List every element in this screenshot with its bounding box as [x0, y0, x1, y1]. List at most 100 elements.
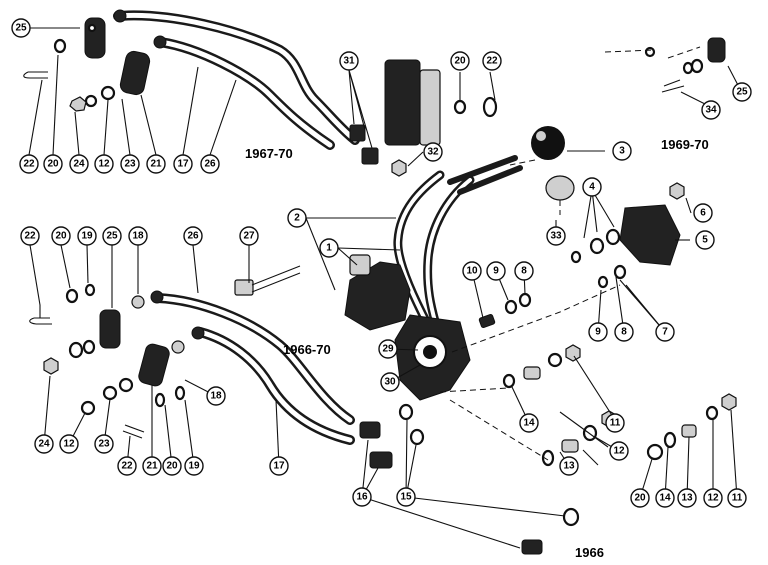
svg-text:12: 12 — [63, 439, 75, 450]
leader-lines — [28, 27, 741, 549]
callout-25: 25 — [102, 226, 122, 246]
callout-11: 11 — [727, 488, 747, 508]
callout-31: 31 — [339, 51, 359, 71]
callout-29: 29 — [378, 339, 398, 359]
svg-text:33: 33 — [550, 231, 562, 242]
callout-23: 23 — [94, 434, 114, 454]
callout-22: 22 — [482, 51, 502, 71]
callout-20: 20 — [630, 488, 650, 508]
svg-text:20: 20 — [454, 56, 466, 67]
svg-text:25: 25 — [15, 23, 27, 34]
svg-text:20: 20 — [55, 231, 67, 242]
callout-32: 32 — [423, 142, 443, 162]
svg-text:9: 9 — [493, 266, 499, 277]
svg-text:30: 30 — [384, 377, 396, 388]
svg-text:12: 12 — [613, 446, 625, 457]
callout-11: 11 — [605, 413, 625, 433]
callout-24: 24 — [69, 154, 89, 174]
callout-20: 20 — [162, 456, 182, 476]
svg-text:29: 29 — [382, 344, 394, 355]
svg-text:2: 2 — [294, 213, 300, 224]
callout-1: 1 — [319, 238, 339, 258]
callout-13: 13 — [677, 488, 697, 508]
svg-text:11: 11 — [610, 418, 621, 429]
bracket — [384, 59, 421, 146]
svg-text:20: 20 — [166, 461, 178, 472]
svg-text:3: 3 — [619, 146, 625, 157]
callout-21: 21 — [146, 154, 166, 174]
svg-text:24: 24 — [38, 439, 50, 450]
callout-22: 22 — [117, 456, 137, 476]
svg-text:14: 14 — [659, 493, 671, 504]
svg-text:25: 25 — [736, 87, 748, 98]
svg-text:27: 27 — [243, 231, 255, 242]
callout-20: 20 — [43, 154, 63, 174]
callout-12: 12 — [609, 441, 629, 461]
svg-text:20: 20 — [47, 159, 59, 170]
callout-12: 12 — [94, 154, 114, 174]
svg-text:15: 15 — [400, 492, 412, 503]
callout-26: 26 — [200, 154, 220, 174]
callout-10: 10 — [462, 261, 482, 281]
callout-8: 8 — [514, 261, 534, 281]
callout-15: 15 — [396, 487, 416, 507]
svg-text:1: 1 — [326, 243, 332, 254]
svg-text:22: 22 — [121, 461, 133, 472]
svg-text:8: 8 — [621, 327, 627, 338]
callout-26: 26 — [183, 226, 203, 246]
svg-text:23: 23 — [124, 159, 136, 170]
callout-9: 9 — [486, 261, 506, 281]
parts — [23, 9, 737, 555]
svg-text:22: 22 — [23, 159, 35, 170]
svg-text:25: 25 — [106, 231, 118, 242]
svg-text:4: 4 — [589, 182, 595, 193]
svg-text:31: 31 — [343, 56, 355, 67]
callout-14: 14 — [519, 413, 539, 433]
svg-text:17: 17 — [177, 159, 189, 170]
callout-7: 7 — [655, 322, 675, 342]
callout-17: 17 — [173, 154, 193, 174]
callout-20: 20 — [450, 51, 470, 71]
svg-text:10: 10 — [466, 266, 478, 277]
svg-text:7: 7 — [662, 327, 668, 338]
callout-5: 5 — [695, 230, 715, 250]
svg-text:8: 8 — [521, 266, 527, 277]
callout-6: 6 — [693, 203, 713, 223]
svg-text:26: 26 — [204, 159, 216, 170]
callout-19: 19 — [184, 456, 204, 476]
callout-8: 8 — [614, 322, 634, 342]
svg-text:16: 16 — [356, 492, 368, 503]
callout-33: 33 — [546, 226, 566, 246]
callout-25: 25 — [11, 18, 31, 38]
callout-13: 13 — [559, 456, 579, 476]
svg-text:19: 19 — [81, 231, 93, 242]
swivel-top — [84, 17, 106, 59]
svg-text:17: 17 — [273, 461, 285, 472]
nut-24 — [69, 96, 87, 112]
svg-text:21: 21 — [150, 159, 162, 170]
svg-text:26: 26 — [187, 231, 199, 242]
shift-rods — [113, 10, 523, 445]
svg-text:11: 11 — [732, 493, 743, 504]
callout-30: 30 — [380, 372, 400, 392]
callout-20: 20 — [51, 226, 71, 246]
callout-2: 2 — [287, 208, 307, 228]
svg-text:6: 6 — [700, 208, 706, 219]
svg-text:20: 20 — [634, 493, 646, 504]
svg-text:9: 9 — [595, 327, 601, 338]
callout-25: 25 — [732, 82, 752, 102]
svg-text:18: 18 — [132, 231, 144, 242]
svg-text:21: 21 — [146, 461, 158, 472]
callout-19: 19 — [77, 226, 97, 246]
svg-text:24: 24 — [73, 159, 85, 170]
callout-3: 3 — [612, 141, 632, 161]
callout-34: 34 — [701, 100, 721, 120]
svg-text:22: 22 — [24, 231, 36, 242]
callout-23: 23 — [120, 154, 140, 174]
shift-knob — [531, 126, 565, 160]
svg-text:19: 19 — [188, 461, 200, 472]
callout-9: 9 — [588, 322, 608, 342]
svg-text:13: 13 — [563, 461, 575, 472]
callout-4: 4 — [582, 177, 602, 197]
